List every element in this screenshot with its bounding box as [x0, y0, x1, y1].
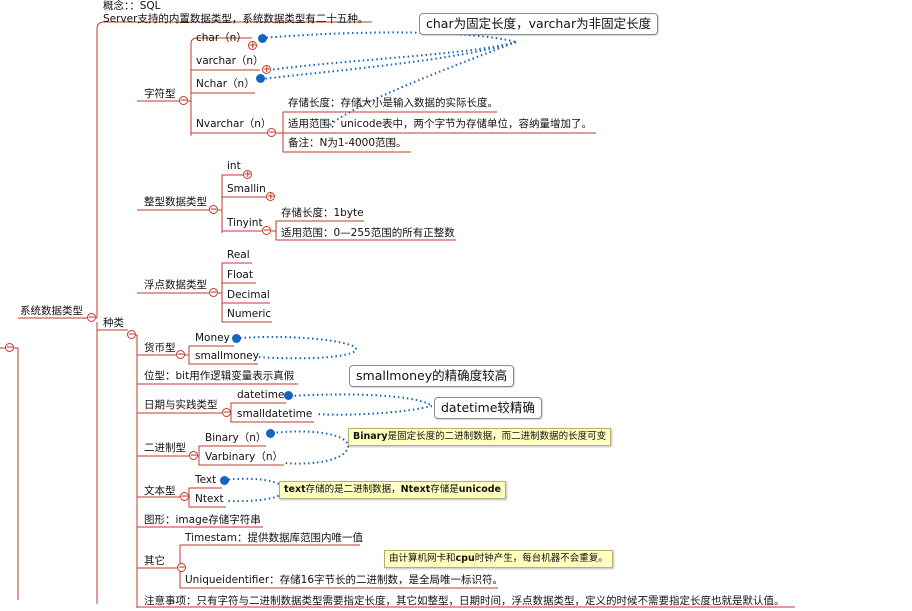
smalldatetime-type[interactable]: smalldatetime [237, 408, 313, 420]
varchar-type-toggle[interactable]: + [262, 65, 271, 75]
datetime-type[interactable]: datetime [237, 389, 285, 401]
nvarchar-type[interactable]: Nvarchar（n） [196, 118, 272, 130]
clock-note-kw: cpu [455, 553, 475, 564]
root-topic-label[interactable]: 系统数据类型 [20, 305, 83, 317]
money-type[interactable]: Money [195, 332, 230, 344]
text-group-label[interactable]: 文本型 [144, 485, 176, 497]
clock-note-rest: 时钟产生，每台机器不会重复。 [474, 553, 608, 564]
concept-label[interactable]: 概念：：SQL [103, 0, 161, 12]
float-group-label[interactable]: 浮点数据类型 [144, 279, 207, 291]
text-type[interactable]: Text [195, 474, 217, 486]
int-type[interactable]: int [227, 160, 241, 172]
binary-note[interactable]: Binary是固定长度的二进制数据，而二进制数据的长度可变 [348, 428, 612, 446]
binary-note-text: 是固定长度的二进制数据，而二进制数据的长度可变 [387, 431, 607, 442]
char-type[interactable]: char（n） [196, 32, 247, 44]
char-varchar-callout[interactable]: char为固定长度，varchar为非固定长度 [419, 13, 659, 35]
datetime-group-label[interactable]: 日期与实践类型 [144, 399, 218, 411]
root-collapse-toggle[interactable]: − [5, 343, 14, 353]
nchar-type[interactable]: Nchar（n） [196, 78, 255, 90]
tinyint-applicable-range[interactable]: 适用范围：0—255范围的所有正整数 [281, 227, 455, 239]
nvarchar-type-toggle[interactable]: − [267, 128, 276, 138]
uniqueidentifier-note[interactable]: 由计算机网卡和cpu时钟产生，每台机器不会重复。 [384, 550, 613, 568]
char-relationship-endpoint[interactable] [258, 34, 267, 43]
binary-group-label[interactable]: 二进制型 [144, 442, 186, 454]
binary-relationship-endpoint[interactable] [266, 429, 275, 438]
float-type[interactable]: Float [227, 269, 253, 281]
varchar-type[interactable]: varchar（n） [196, 55, 264, 67]
numeric-type[interactable]: Numeric [227, 308, 272, 320]
clock-note-pre: 由计算机网卡和 [389, 553, 456, 564]
decimal-type[interactable]: Decimal [227, 289, 270, 301]
concept-description[interactable]: Server支持的内置数据类型，系统数据类型有二十五种。 [103, 13, 369, 25]
nvarchar-applicable-range[interactable]: 适用范围：unicode表中，两个字节为存储单位，容纳量增加了。 [288, 118, 593, 130]
nvarchar-storage-length[interactable]: 存储长度：存储大小是输入数据的实际长度。 [288, 97, 498, 109]
datetime-callout[interactable]: datetime较精确 [434, 397, 542, 419]
binary-group-toggle[interactable]: − [189, 451, 198, 461]
char-group-toggle[interactable]: − [179, 96, 188, 106]
binary-note-keyword: Binary [353, 431, 388, 442]
text-group-toggle[interactable]: − [180, 492, 189, 502]
text-note-mid2: 存储是 [430, 484, 459, 495]
smallin-type[interactable]: Smallin [227, 183, 266, 195]
kinds-collapse-toggle[interactable]: − [127, 330, 136, 340]
nvarchar-remark[interactable]: 备注：N为1-4000范围。 [288, 137, 407, 149]
text-note-kw1: text [284, 484, 306, 495]
text-note-mid: 存储的是二进制数据， [305, 484, 401, 495]
text-note-kw2: Ntext [400, 484, 431, 495]
tinyint-storage-length[interactable]: 存储长度：1byte [281, 207, 364, 219]
text-relationship-endpoint[interactable] [220, 476, 229, 485]
other-group-label[interactable]: 其它 [144, 555, 165, 567]
money-group-label[interactable]: 货币型 [144, 342, 176, 354]
uniqueidentifier-type[interactable]: Uniqueidentifier：存储16字节长的二进制数，是全局唯一标识符。 [185, 574, 504, 586]
money-group-toggle[interactable]: − [176, 350, 185, 360]
smallin-type-toggle[interactable]: + [266, 192, 275, 202]
char-type-toggle[interactable]: + [248, 41, 257, 51]
integer-group-label[interactable]: 整型数据类型 [144, 196, 207, 208]
text-note[interactable]: text存储的是二进制数据，Ntext存储是unicode [279, 481, 506, 499]
money-relationship-endpoint[interactable] [232, 334, 241, 343]
datetime-relationship-endpoint[interactable] [284, 391, 293, 400]
kinds-label[interactable]: 种类 [103, 317, 124, 329]
system-types-collapse-toggle[interactable]: − [87, 313, 96, 323]
tinyint-type-toggle[interactable]: − [262, 226, 271, 236]
text-note-kw3: unicode [458, 484, 501, 495]
binary-type[interactable]: Binary（n） [205, 432, 267, 444]
smallmoney-type[interactable]: smallmoney [195, 350, 259, 362]
char-group-label[interactable]: 字符型 [144, 88, 176, 100]
nchar-relationship-endpoint[interactable] [256, 74, 265, 83]
other-group-toggle[interactable]: − [177, 563, 186, 573]
smallmoney-callout[interactable]: smallmoney的精确度较高 [349, 365, 515, 387]
datetime-group-toggle[interactable]: − [222, 408, 231, 418]
int-type-toggle[interactable]: + [243, 170, 252, 180]
notice-label[interactable]: 注意事项：只有字符与二进制数据类型需要指定长度，其它如整型，日期时间，浮点数据类… [144, 595, 785, 607]
float-group-toggle[interactable]: − [209, 288, 218, 298]
integer-group-toggle[interactable]: − [209, 205, 218, 215]
timestamp-type[interactable]: Timestam：提供数据库范围内唯一值 [185, 532, 363, 544]
bit-type-label[interactable]: 位型：bit用作逻辑变量表示真假 [144, 370, 295, 382]
ntext-type[interactable]: Ntext [195, 493, 224, 505]
image-type-label[interactable]: 图形：image存储字符串 [144, 514, 261, 526]
tinyint-type[interactable]: Tinyint [227, 217, 263, 229]
varbinary-type[interactable]: Varbinary（n） [205, 451, 283, 463]
real-type[interactable]: Real [227, 249, 250, 261]
